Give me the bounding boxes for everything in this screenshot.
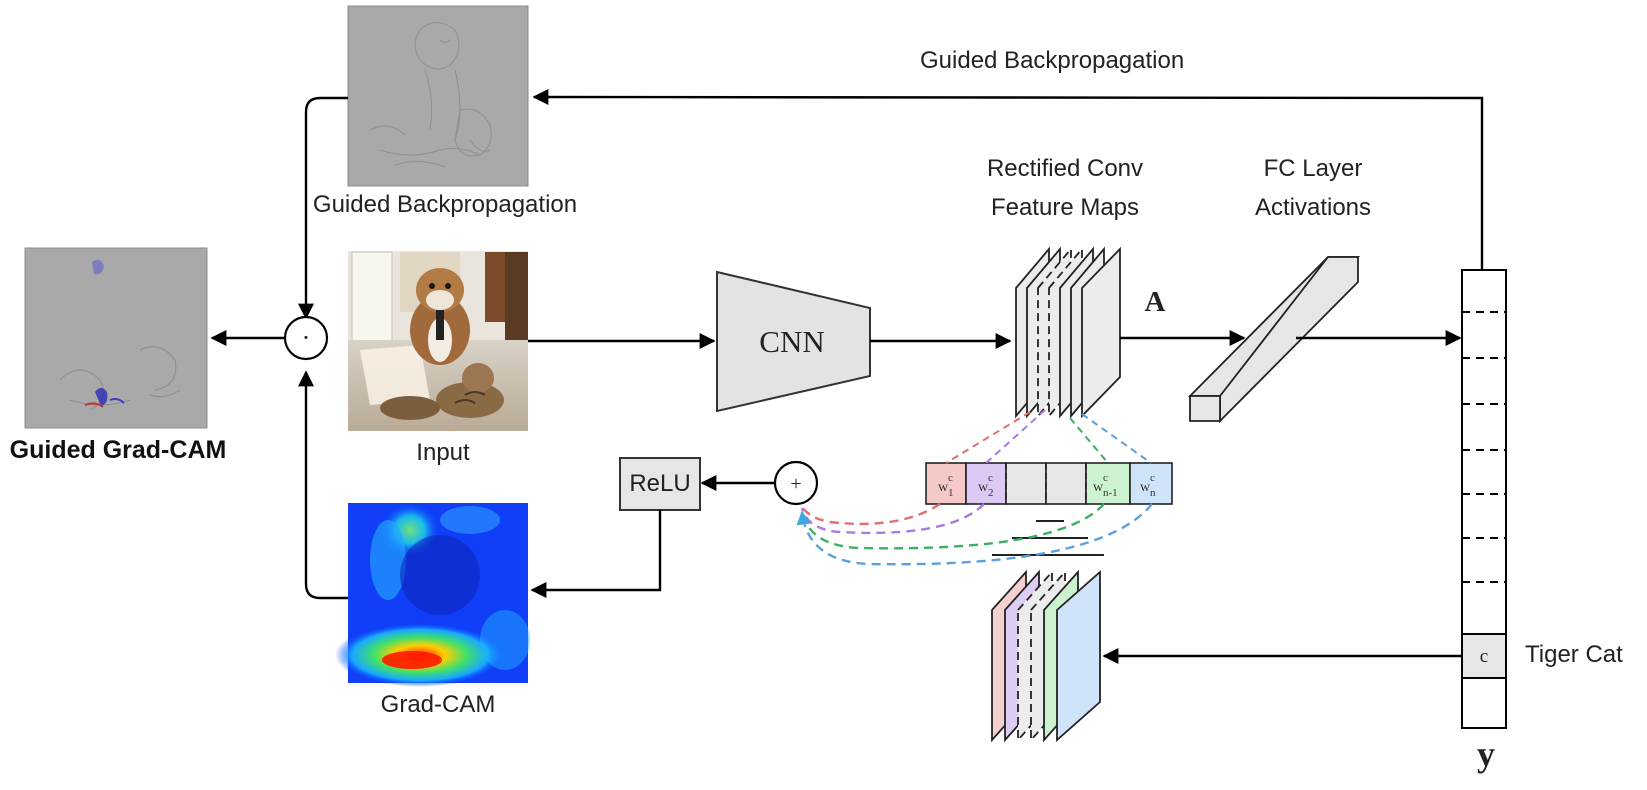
fc-label-2: Activations — [1255, 194, 1371, 221]
y-label: y — [1477, 734, 1495, 774]
class-c-cell — [1461, 633, 1507, 679]
relu-to-gradcam-arrow — [530, 510, 662, 598]
wn1-sub: n-1 — [1103, 487, 1118, 499]
gb-to-odot-arrow — [298, 96, 348, 320]
w2-sub: 2 — [988, 487, 994, 499]
guided-gradcam-label: Guided Grad-CAM — [10, 436, 227, 464]
global-avg-pool-lines — [992, 520, 1104, 556]
relu-label: ReLU — [629, 470, 690, 497]
wn-sub: n — [1150, 487, 1156, 499]
wn-sup: c — [1150, 472, 1155, 484]
feature-maps-stack — [1015, 246, 1121, 419]
sum-symbol: + — [790, 473, 801, 495]
guided-backprop-image — [347, 5, 529, 187]
rect-conv-label-2: Feature Maps — [991, 194, 1139, 221]
relu-block — [619, 457, 701, 511]
tiger-cat-label: Tiger Cat — [1525, 641, 1623, 668]
class-c-label: c — [1480, 646, 1488, 667]
wn1-sup: c — [1103, 472, 1108, 484]
weight-wn — [1129, 462, 1173, 505]
w1-sub: 1 — [948, 487, 954, 499]
w1-base: w — [938, 480, 949, 495]
feature-to-weight-lines — [945, 409, 1152, 464]
gradcam-heatmap — [335, 502, 530, 687]
guided-backprop-arrow — [532, 89, 1484, 270]
cnn-label: CNN — [759, 324, 824, 359]
weight-labels: w c 1 w c 2 w c n-1 w c n — [938, 472, 1156, 499]
weight-w2 — [965, 462, 1007, 505]
wn-base: w — [1140, 480, 1151, 495]
gradcam-to-odot-arrow — [298, 370, 348, 600]
output-vector — [1461, 269, 1507, 729]
w1-sup: c — [948, 472, 953, 484]
fc-layer-block — [1187, 256, 1361, 424]
input-image — [348, 251, 528, 431]
input-label: Input — [416, 439, 470, 466]
odot-symbol: · — [302, 323, 311, 352]
rect-conv-label-1: Rectified Conv — [987, 155, 1143, 182]
fc-label-1: FC Layer — [1264, 155, 1363, 182]
guided-backprop-top-label: Guided Backpropagation — [920, 47, 1184, 74]
cnn-block — [716, 270, 871, 413]
weight-to-sum-curves — [796, 502, 1153, 566]
activation-A-label: A — [1145, 286, 1166, 318]
w2-base: w — [978, 480, 989, 495]
weight-vector — [925, 462, 1173, 505]
gradcam-label: Grad-CAM — [381, 691, 496, 718]
guided-backprop-label: Guided Backpropagation — [313, 191, 577, 218]
gradient-maps-stack — [991, 569, 1101, 743]
guided-gradcam-image — [24, 247, 208, 429]
w2-sup: c — [988, 472, 993, 484]
wn1-base: w — [1093, 480, 1104, 495]
